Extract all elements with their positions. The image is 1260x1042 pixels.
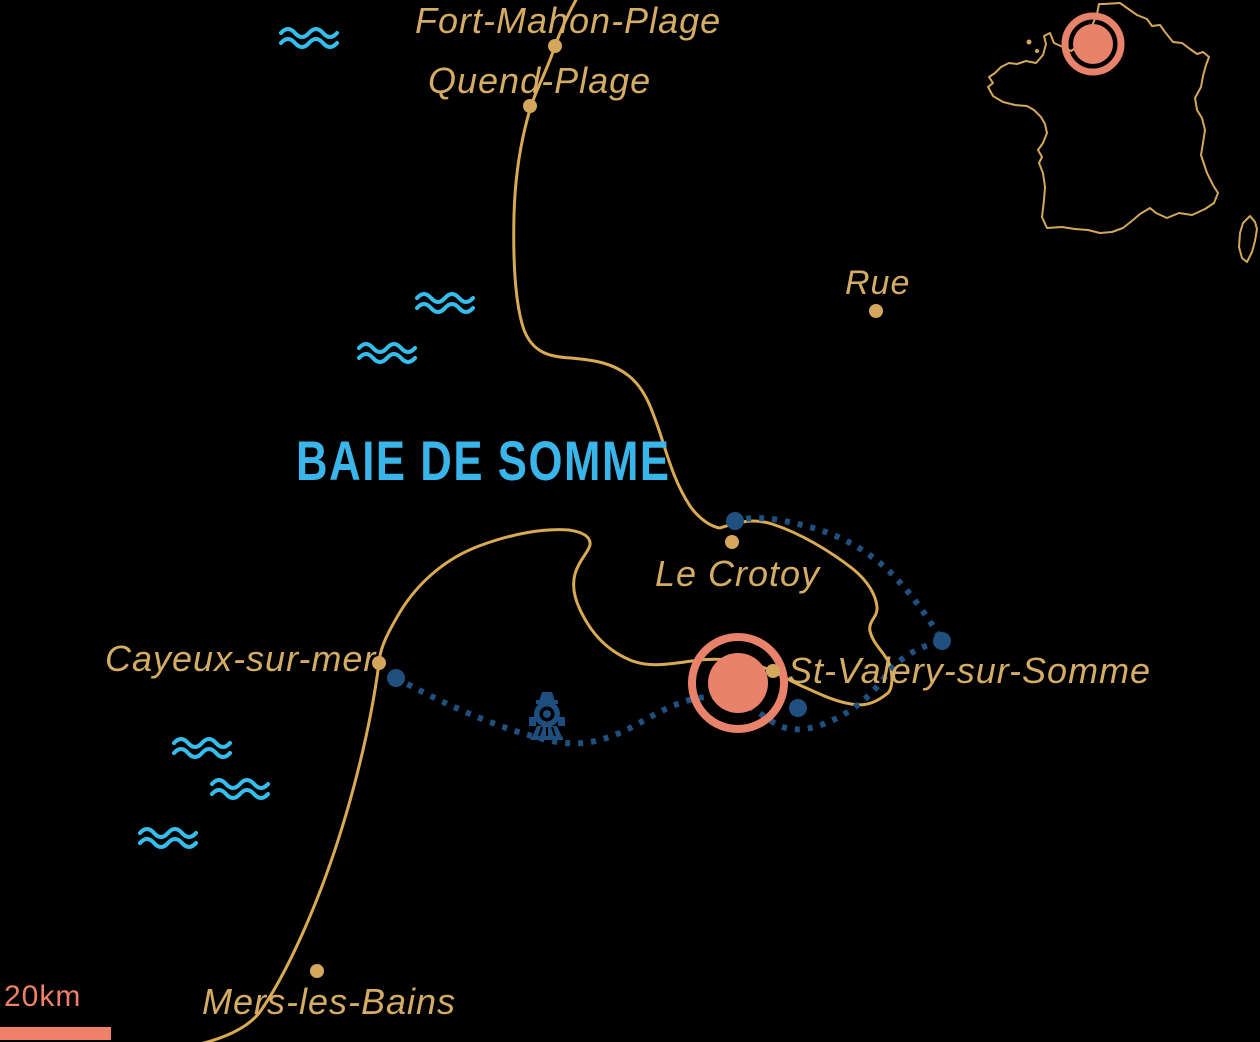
france-outline: [987, 2, 1219, 234]
scale-label: 20km: [4, 980, 82, 1013]
label-st-valery-sur-somme: St-Valery-sur-Somme: [788, 650, 1152, 691]
town-dot-quend: [523, 99, 537, 113]
label-rue: Rue: [845, 264, 911, 302]
brittany-island-dot: [1026, 39, 1032, 45]
town-dot-le-crotoy: [725, 535, 739, 549]
map-title: BAIE DE SOMME: [296, 429, 671, 492]
town-dot-fort-mahon: [548, 39, 562, 53]
brittany-island-dot: [1035, 49, 1039, 53]
town-dot-mers: [310, 964, 324, 978]
coastline: [201, 0, 894, 1042]
location-ring-marker: [688, 633, 788, 733]
steam-train-icon: [529, 692, 565, 740]
wave-icon: [210, 778, 270, 800]
label-cayeux-sur-mer: Cayeux-sur-mer: [105, 638, 377, 679]
town-dot-st-valery: [766, 664, 780, 678]
corsica-outline: [1238, 215, 1258, 263]
label-fort-mahon-plage: Fort-Mahon-Plage: [415, 0, 722, 41]
town-dot-rue: [869, 304, 883, 318]
wave-icon: [415, 292, 475, 314]
label-le-crotoy: Le Crotoy: [655, 553, 821, 594]
france-inset: [987, 2, 1258, 263]
wave-icon: [279, 27, 339, 49]
wave-icon: [138, 827, 198, 849]
label-mers-les-bains: Mers-les-Bains: [202, 981, 457, 1022]
inset-ring-marker: [1061, 12, 1125, 76]
railway-stop-dot-st-valery: [789, 699, 807, 717]
town-dot-cayeux: [372, 656, 386, 670]
wave-icon: [172, 737, 232, 759]
railway-stop-dot-noyelles: [933, 632, 951, 650]
scale-bar: [0, 1027, 111, 1040]
label-quend-plage: Quend-Plage: [428, 60, 652, 101]
wave-icon: [357, 342, 417, 364]
railway-stop-dot-cayeux: [387, 669, 405, 687]
railway-dotted-line: [394, 515, 947, 747]
railway-stop-dot-le-crotoy: [726, 512, 744, 530]
